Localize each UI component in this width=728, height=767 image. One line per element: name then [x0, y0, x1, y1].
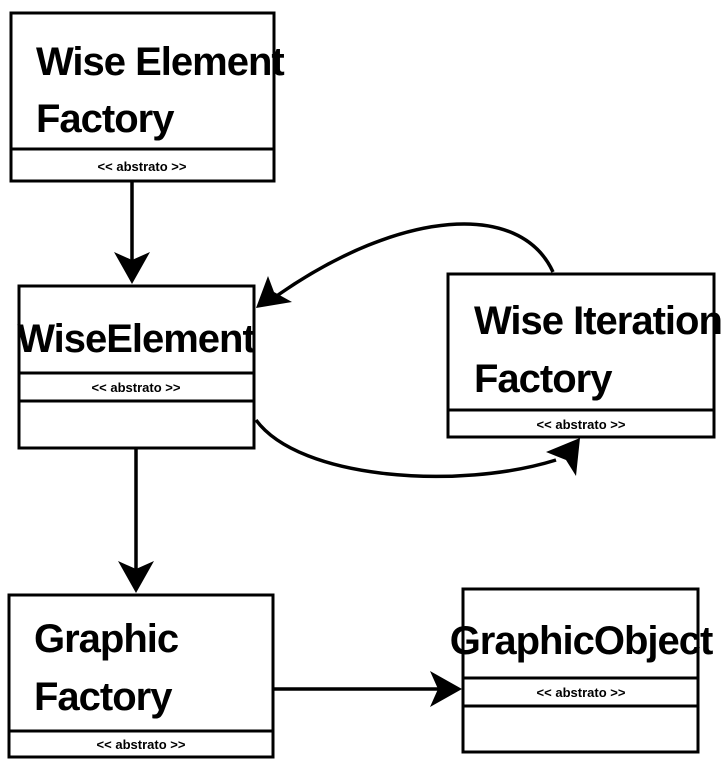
box-wise-element[interactable]: WiseElement << abstrato >>	[17, 284, 256, 450]
wise-element-factory-title-line2: Factory	[36, 97, 175, 141]
box-graphic-factory[interactable]: Graphic Factory << abstrato >>	[7, 593, 275, 759]
graphic-object-stereotype: << abstrato >>	[537, 685, 626, 700]
edge-wise-element-to-graphic-factory	[118, 448, 154, 593]
wise-iteration-factory-stereotype: << abstrato >>	[537, 417, 626, 432]
graphic-object-title: GraphicObject	[450, 619, 713, 663]
edge-graphic-factory-to-graphic-object	[273, 671, 462, 707]
edge-iteration-factory-to-wise-element	[256, 222, 555, 308]
wise-iteration-factory-title-line1: Wise Iteration	[474, 299, 722, 343]
wise-element-factory-title-line1: Wise Element	[36, 40, 284, 84]
edge-factory-to-wise-element	[114, 181, 150, 284]
wise-element-stereotype: << abstrato >>	[92, 380, 181, 395]
graphic-factory-stereotype: << abstrato >>	[97, 737, 186, 752]
box-wise-iteration-factory[interactable]: Wise Iteration Factory << abstrato >>	[446, 272, 723, 439]
edge-wise-element-to-iteration-factory	[254, 418, 580, 479]
wise-iteration-factory-title-line2: Factory	[474, 357, 613, 401]
wise-element-factory-stereotype: << abstrato >>	[98, 159, 187, 174]
graphic-factory-title-line1: Graphic	[34, 617, 179, 661]
graphic-factory-title-line2: Factory	[34, 675, 173, 719]
box-wise-element-factory[interactable]: Wise Element Factory << abstrato >>	[9, 11, 285, 183]
wise-element-title: WiseElement	[17, 317, 255, 361]
box-graphic-object[interactable]: GraphicObject << abstrato >>	[450, 587, 714, 754]
